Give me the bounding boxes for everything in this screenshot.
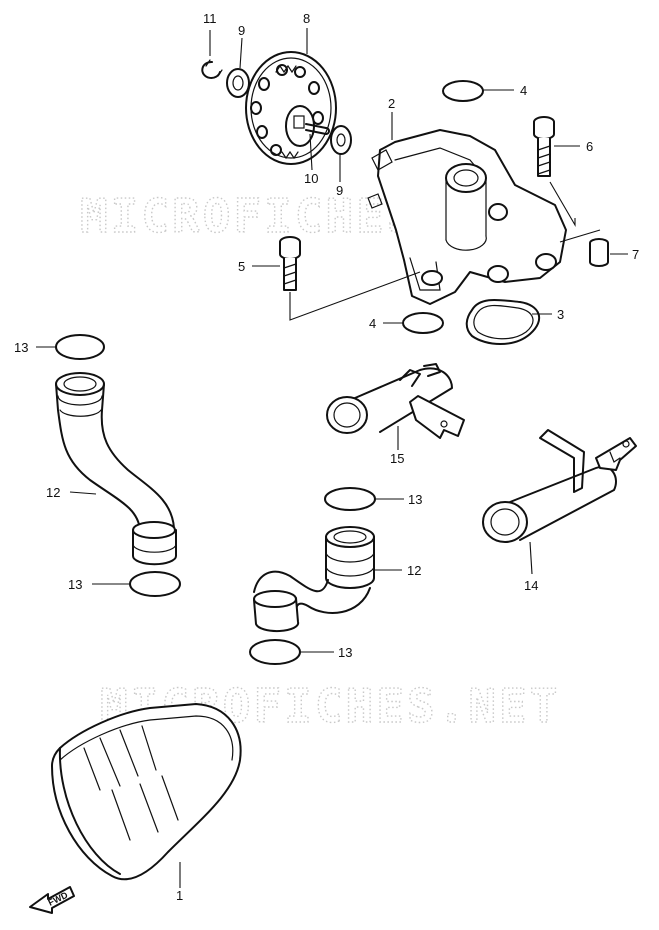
leader-lines [36, 28, 628, 888]
bolt-5 [279, 236, 301, 291]
oil-pump-body-2 [367, 129, 567, 305]
callout-9-top: 9 [238, 23, 245, 38]
callout-8: 8 [303, 11, 310, 26]
callout-13-lower-left: 13 [68, 577, 82, 592]
callout-4-top: 4 [520, 83, 527, 98]
gasket-3 [465, 298, 541, 345]
callout-14: 14 [524, 578, 538, 593]
o-ring-4-top [442, 80, 484, 102]
washer-9-lower [330, 125, 352, 155]
callout-6: 6 [586, 139, 593, 154]
callout-7: 7 [632, 247, 639, 262]
o-ring-13-middle [324, 487, 376, 511]
o-ring-13-bottom [249, 639, 301, 665]
callout-12-left: 12 [46, 485, 60, 500]
callout-2: 2 [388, 96, 395, 111]
callout-5: 5 [238, 259, 245, 274]
callout-4-lower: 4 [369, 316, 376, 331]
o-ring-13-lower-left [129, 571, 181, 597]
forward-direction-arrow: FWD [29, 886, 75, 914]
oil-filter-1 [51, 703, 242, 881]
callout-13-bottom: 13 [338, 645, 352, 660]
oil-pipe-12-middle [253, 526, 375, 633]
callout-12-middle: 12 [407, 563, 421, 578]
callout-10: 10 [304, 171, 318, 186]
callout-1: 1 [176, 888, 183, 903]
o-ring-4-lower [402, 312, 444, 334]
callout-9-lower: 9 [336, 183, 343, 198]
assembly-line-right [549, 181, 601, 243]
oil-pipe-15 [326, 363, 465, 439]
callout-15: 15 [390, 451, 404, 466]
pin-10 [305, 123, 330, 135]
washer-9-top [226, 68, 250, 98]
pump-rotor-8 [245, 51, 337, 165]
dowel-pin-7 [589, 238, 609, 267]
oil-pipe-12-left [55, 372, 177, 566]
assembly-line-left [289, 271, 421, 321]
oil-pipe-14 [482, 429, 637, 543]
o-ring-13-upper-left [55, 334, 105, 360]
callout-11: 11 [203, 11, 217, 26]
callout-numbers: 11 9 8 2 4 6 10 9 5 7 4 3 13 15 12 13 14… [14, 11, 639, 903]
callout-13-middle: 13 [408, 492, 422, 507]
callout-13-upper-left: 13 [14, 340, 28, 355]
callout-3: 3 [557, 307, 564, 322]
bolt-6 [533, 116, 555, 177]
circlip-11 [201, 59, 223, 79]
